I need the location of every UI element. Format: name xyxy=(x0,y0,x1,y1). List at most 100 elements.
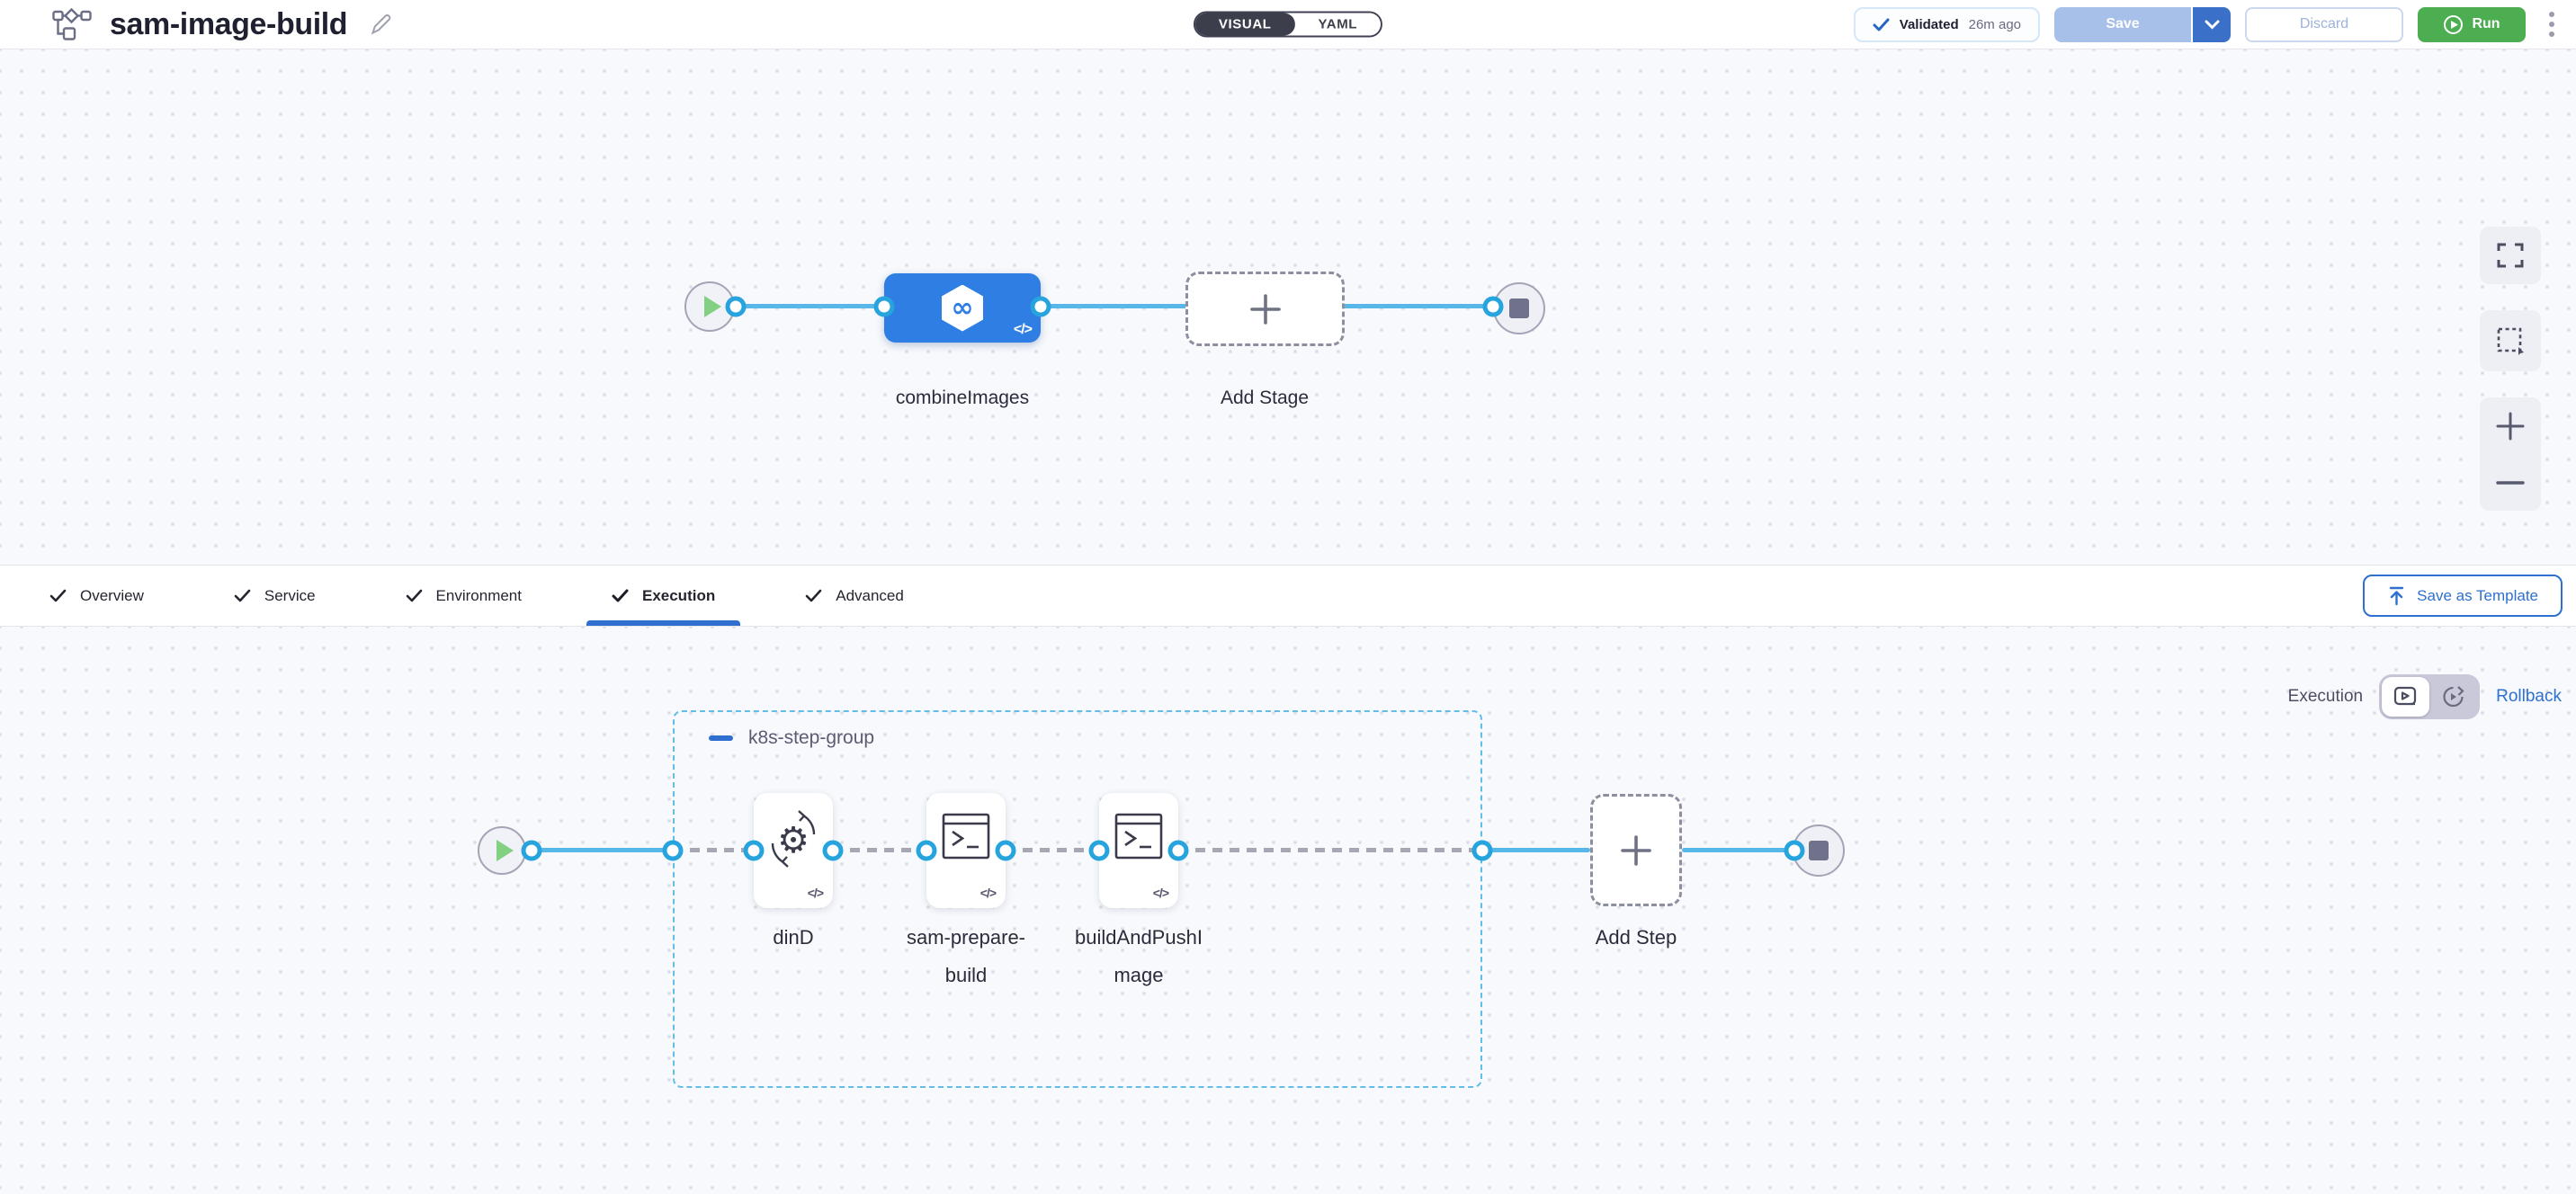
port[interactable] xyxy=(1168,841,1189,861)
step-label: sam-prepare-build xyxy=(894,919,1038,994)
edge-start-to-stage xyxy=(736,304,884,308)
edge xyxy=(532,848,673,852)
execution-start-node[interactable] xyxy=(478,826,526,875)
tab-advanced[interactable]: Advanced xyxy=(805,566,904,626)
stage-canvas[interactable]: ∞ </> combineImages Add Stage xyxy=(0,49,2576,565)
marquee-select-icon xyxy=(2496,326,2525,355)
execution-mode-button[interactable] xyxy=(2382,677,2429,717)
edge xyxy=(833,848,926,852)
fullscreen-button[interactable] xyxy=(2480,227,2541,284)
stage-combineimages[interactable]: ∞ </> xyxy=(884,273,1041,343)
validated-time: 26m ago xyxy=(1969,17,2021,32)
tab-overview[interactable]: Overview xyxy=(49,566,144,626)
check-icon xyxy=(234,589,251,602)
header-actions: Validated 26m ago Save Discard Run xyxy=(1854,6,2576,42)
step-code-icon[interactable]: </> xyxy=(808,886,823,900)
add-stage-button[interactable] xyxy=(1185,272,1345,346)
port[interactable] xyxy=(1483,297,1504,317)
fullscreen-icon xyxy=(2496,242,2525,269)
port[interactable] xyxy=(874,297,895,317)
end-stop-icon xyxy=(1509,298,1529,318)
active-tab-underline xyxy=(586,620,740,626)
port[interactable] xyxy=(726,297,747,317)
step-label: dinD xyxy=(721,919,865,957)
rollback-link[interactable]: Rollback xyxy=(2496,687,2562,707)
edit-pencil-icon[interactable] xyxy=(369,13,393,37)
port[interactable] xyxy=(663,841,684,861)
execution-mode-label: Execution xyxy=(2288,687,2363,707)
check-icon xyxy=(49,589,67,602)
step-code-icon[interactable]: </> xyxy=(1153,886,1168,900)
step-group-header: k8s-step-group xyxy=(709,727,874,749)
port[interactable] xyxy=(996,841,1016,861)
stage-code-icon[interactable]: </> xyxy=(1014,322,1032,338)
terminal-icon xyxy=(1112,807,1166,868)
port[interactable] xyxy=(1784,841,1805,861)
port[interactable] xyxy=(1472,841,1493,861)
svg-text:⚙: ⚙ xyxy=(777,820,809,861)
service-gear-sync-icon: ⚙ xyxy=(764,807,823,875)
run-label: Run xyxy=(2472,16,2500,32)
check-icon xyxy=(1873,18,1890,31)
step-dind[interactable]: ⚙ </> xyxy=(754,793,833,908)
end-stop-icon xyxy=(1809,841,1829,860)
run-button[interactable]: Run xyxy=(2418,7,2526,42)
step-code-icon[interactable]: </> xyxy=(980,886,996,900)
execution-canvas[interactable]: Execution Rollback xyxy=(0,627,2576,1193)
upload-icon xyxy=(2387,585,2406,606)
save-split-button: Save xyxy=(2054,7,2231,42)
tab-environment[interactable]: Environment xyxy=(406,566,522,626)
add-stage-label: Add Stage xyxy=(1130,388,1400,409)
port[interactable] xyxy=(522,841,542,861)
select-region-button[interactable] xyxy=(2480,310,2541,371)
stage-config-tabs: Overview Service Environment Execution A… xyxy=(0,565,2576,627)
more-options-kebab-icon[interactable] xyxy=(2540,6,2563,42)
check-icon xyxy=(612,589,629,602)
step-buildandpushimage[interactable]: </> xyxy=(1099,793,1178,908)
port[interactable] xyxy=(744,841,765,861)
pipeline-icon xyxy=(52,8,92,40)
chevron-down-icon xyxy=(2205,20,2220,30)
validated-badge[interactable]: Validated 26m ago xyxy=(1854,7,2040,42)
start-play-icon xyxy=(704,296,721,317)
port[interactable] xyxy=(917,841,937,861)
plus-icon xyxy=(1619,833,1653,868)
edge xyxy=(1682,848,1794,852)
tab-execution[interactable]: Execution xyxy=(612,566,715,626)
terminal-icon xyxy=(939,807,993,868)
save-dropdown-button[interactable] xyxy=(2191,7,2231,42)
step-sam-prepare-build[interactable]: </> xyxy=(926,793,1006,908)
validated-label: Validated xyxy=(1900,17,1959,32)
edge xyxy=(673,848,754,852)
toggle-visual[interactable]: VISUAL xyxy=(1195,13,1295,36)
port[interactable] xyxy=(1031,297,1051,317)
visual-yaml-toggle: VISUAL YAML xyxy=(1194,12,1382,38)
collapse-group-icon[interactable] xyxy=(709,735,733,741)
rollback-icon xyxy=(2441,685,2465,708)
add-step-label: Add Step xyxy=(1564,919,1708,957)
mode-toggle-pill xyxy=(2379,674,2480,719)
discard-button[interactable]: Discard xyxy=(2245,7,2403,42)
tab-service[interactable]: Service xyxy=(234,566,316,626)
save-as-template-button[interactable]: Save as Template xyxy=(2363,575,2563,617)
plus-icon xyxy=(1248,292,1283,326)
minus-icon xyxy=(2494,478,2527,487)
port[interactable] xyxy=(823,841,844,861)
step-group-label: k8s-step-group xyxy=(748,727,874,749)
zoom-controls xyxy=(2480,397,2541,511)
header: sam-image-build VISUAL YAML Validated 26… xyxy=(0,0,2576,49)
port[interactable] xyxy=(1089,841,1110,861)
stage-label: combineImages xyxy=(827,388,1097,409)
toggle-yaml[interactable]: YAML xyxy=(1295,13,1382,36)
zoom-in-button[interactable] xyxy=(2480,397,2541,454)
execution-rollback-switch: Execution Rollback xyxy=(2288,674,2562,719)
zoom-out-button[interactable] xyxy=(2480,454,2541,511)
plus-icon xyxy=(2494,410,2527,442)
edge xyxy=(1006,848,1099,852)
edge xyxy=(1178,848,1482,852)
add-step-button[interactable] xyxy=(1590,794,1682,906)
execution-icon xyxy=(2393,686,2418,708)
save-button[interactable]: Save xyxy=(2054,7,2191,42)
rollback-mode-button[interactable] xyxy=(2429,677,2477,717)
page-title: sam-image-build xyxy=(110,7,347,42)
